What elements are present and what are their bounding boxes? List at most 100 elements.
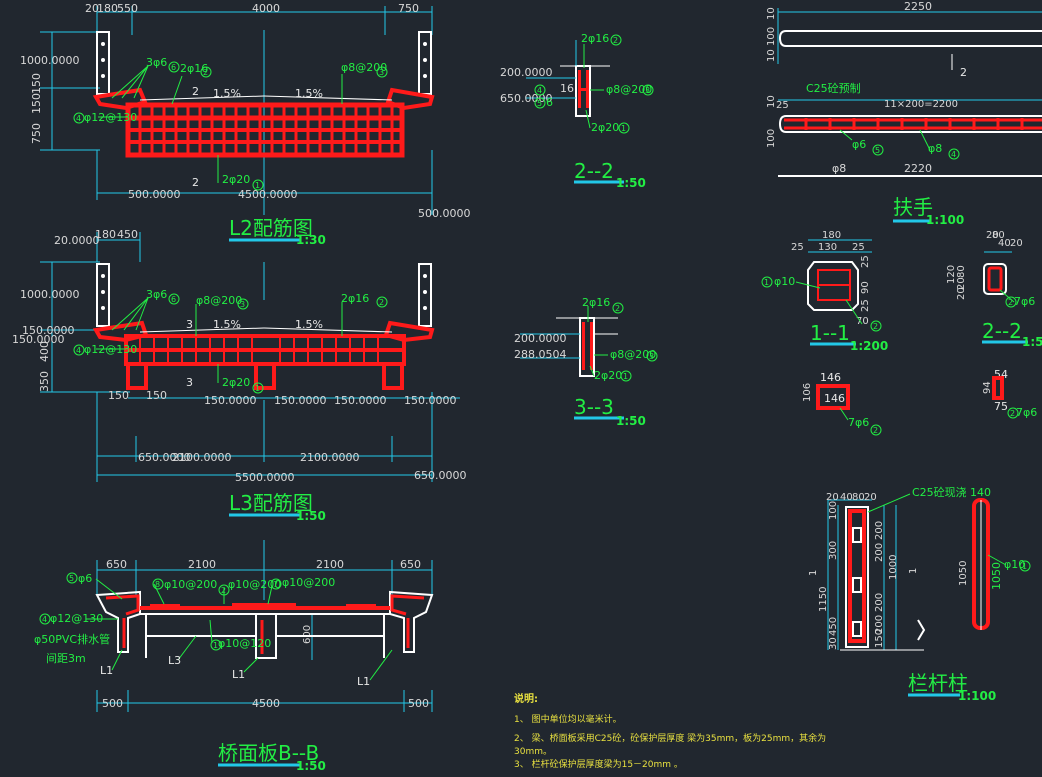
l2-dim-750v: 750	[30, 123, 43, 144]
handrail-dim-span: 11×200=2200	[884, 99, 958, 110]
sec22b-dim-20a: 20	[986, 230, 999, 241]
handrail-label-phi6: φ6	[852, 138, 866, 151]
l2-dim-500a: 500.0000	[128, 188, 181, 201]
sec11-dim-25c: 25	[860, 255, 871, 268]
l3-dim-150-6: 150.0000	[404, 394, 457, 407]
post-dim-1050a: 1050	[958, 561, 969, 586]
l3-label-bar1: 3φ6	[146, 288, 167, 301]
l2-title: L2配筋图	[229, 216, 313, 240]
l3-dim-150-1: 150	[108, 389, 129, 402]
s22-bubble-2: 2	[613, 36, 618, 45]
post-dim-150: 150	[874, 629, 885, 648]
sec22b-title: 2--2	[982, 319, 1022, 343]
post-dim-40: 40	[840, 492, 853, 503]
l3-scale: 1:50	[296, 509, 326, 523]
l3-dim-150-2: 150	[146, 389, 167, 402]
sec22b-scale: 1:50	[1022, 335, 1042, 349]
post-dim-1000: 1000	[888, 555, 899, 580]
handrail-title: 扶手	[893, 195, 933, 219]
handrail-dim-10a: 10	[766, 7, 777, 20]
sec11-dim-25a: 25	[791, 242, 804, 253]
s22-label-2phi16: 2φ16	[581, 32, 609, 45]
l2-dim-500b: 500.0000	[418, 207, 471, 220]
l3-label-bar3: 2φ16	[341, 292, 369, 305]
l3-stirrups	[139, 336, 379, 364]
handrail-dim-10c: 10	[766, 95, 777, 108]
sec22b-dim-20b: 20	[1010, 238, 1023, 249]
s22-bubble-3: 3	[645, 86, 650, 95]
l3-dim-150-4: 150.0000	[274, 394, 327, 407]
l3-label-slope1: 1.5%	[213, 318, 241, 331]
l3-bubble-6: 6	[171, 295, 176, 304]
l2-rebar-drawing: 20 180 550 4000 750 1000.0000 150 150 75…	[20, 2, 471, 247]
sec11-dim-25b: 25	[852, 242, 865, 253]
handrail-detail: 2250 10 100 10 2 C25砼预制 25 11×200=2200 1…	[766, 0, 1042, 227]
post-dim-300: 300	[828, 541, 839, 560]
l3-dim-400: 400	[38, 341, 51, 362]
s33-label-2phi16: 2φ16	[582, 296, 610, 309]
bb-dim-2100a: 2100	[188, 558, 216, 571]
post-dim-200b: 200	[874, 543, 885, 562]
post-dim-450: 450	[828, 617, 839, 636]
sec11-box-w2: 146	[824, 392, 845, 405]
l2-scale: 1:30	[296, 233, 326, 247]
bb-label-spacing: 间距3m	[46, 652, 86, 665]
sec22b-dim-20c: 20	[956, 277, 967, 290]
sec22b-label-7phi6a: 7φ6	[1014, 295, 1035, 308]
bb-bubble-1: 1	[213, 641, 218, 650]
l3-dim-1000: 1000.0000	[20, 288, 80, 301]
s22-bubble-5: 5	[537, 99, 542, 108]
l2-label-sec2: 2	[192, 176, 199, 189]
s33-label-2phi20: 2φ20	[594, 369, 622, 382]
l3-dim-2100b: 2100.0000	[300, 451, 360, 464]
handrail-dim-2220: 2220	[904, 162, 932, 175]
s33-bubble-3: 3	[649, 352, 654, 361]
l3-label-bar4: φ12@130	[84, 343, 137, 356]
handrail-label-phi8b: φ8	[832, 162, 846, 175]
s22-bubble-1: 1	[621, 124, 626, 133]
post-dim-1150: 1150	[818, 587, 829, 612]
l3-label-sec2: 3	[186, 376, 193, 389]
section-2-2: 200.0000 650.0000 16 2φ16 φ8@200 2φ20 6 …	[500, 32, 654, 190]
handrail-dim-2250: 2250	[904, 0, 932, 13]
sec11-bubble-2a: 2	[873, 322, 878, 331]
l2-label-slope1: 1.5%	[213, 87, 241, 100]
sec22b-dim-80: 80	[992, 230, 1005, 241]
bb-bubble-4: 4	[42, 615, 47, 624]
s22-dim-16: 16	[560, 82, 574, 95]
railing-post: 20 40 80 20 100 300 200 200 1150 1 1000 …	[808, 486, 1031, 703]
s33-label-phi8: φ8@200	[610, 348, 656, 361]
sec11-bubble-1: 1	[764, 278, 769, 287]
l3-dim-5500: 5500.0000	[235, 471, 295, 484]
l3-label-sec1: 3	[186, 318, 193, 331]
bb-bubble-2: 2	[221, 586, 226, 595]
notes-block: 说明: 1、 图中单位均以毫米计。 2、 梁、桥面板采用C25砼，砼保护层厚度 …	[514, 692, 826, 770]
bb-label-pvc: φ50PVC排水管	[34, 632, 110, 646]
sec22b-dim-40: 40	[998, 238, 1011, 249]
l2-stirrups	[138, 105, 394, 155]
l3-label-bar2: φ8@200	[196, 294, 242, 307]
bb-title: 桥面板B--B	[218, 741, 319, 765]
l3-bubble-4: 4	[76, 346, 81, 355]
l3-dim-2100a: 2100.0000	[172, 451, 232, 464]
l3-dim-180: 180	[95, 228, 116, 241]
bb-label-phi10-120: φ10@120	[218, 637, 271, 650]
l3-rebar-drawing: 20.0000 180 450 1000.0000 150.0000 150.0…	[12, 228, 467, 523]
s33-dim-288: 288.0504	[514, 348, 567, 361]
bb-label-phi6: φ6	[78, 572, 92, 585]
sec22b-box-75: 75	[994, 400, 1008, 413]
post-dim-200d: 200	[874, 615, 885, 634]
sec22b-label-7phi6b: 7φ6	[1016, 406, 1037, 419]
post-dim-30: 30	[828, 637, 839, 650]
post-dim-20b: 20	[864, 492, 877, 503]
sec22b-bubble-b: 2	[1010, 409, 1015, 418]
handrail-dim-10b: 10	[766, 49, 777, 62]
l3-dim-150b: 150.0000	[12, 333, 65, 346]
post-dim-20a: 20	[826, 492, 839, 503]
sec11-box-h: 106	[802, 383, 813, 402]
bb-label-phi10-200b: φ10@200	[228, 578, 281, 591]
post-dim-1b: 1	[908, 568, 919, 574]
l2-bubble-4: 4	[76, 114, 81, 123]
post-dim-200a: 200	[874, 521, 885, 540]
